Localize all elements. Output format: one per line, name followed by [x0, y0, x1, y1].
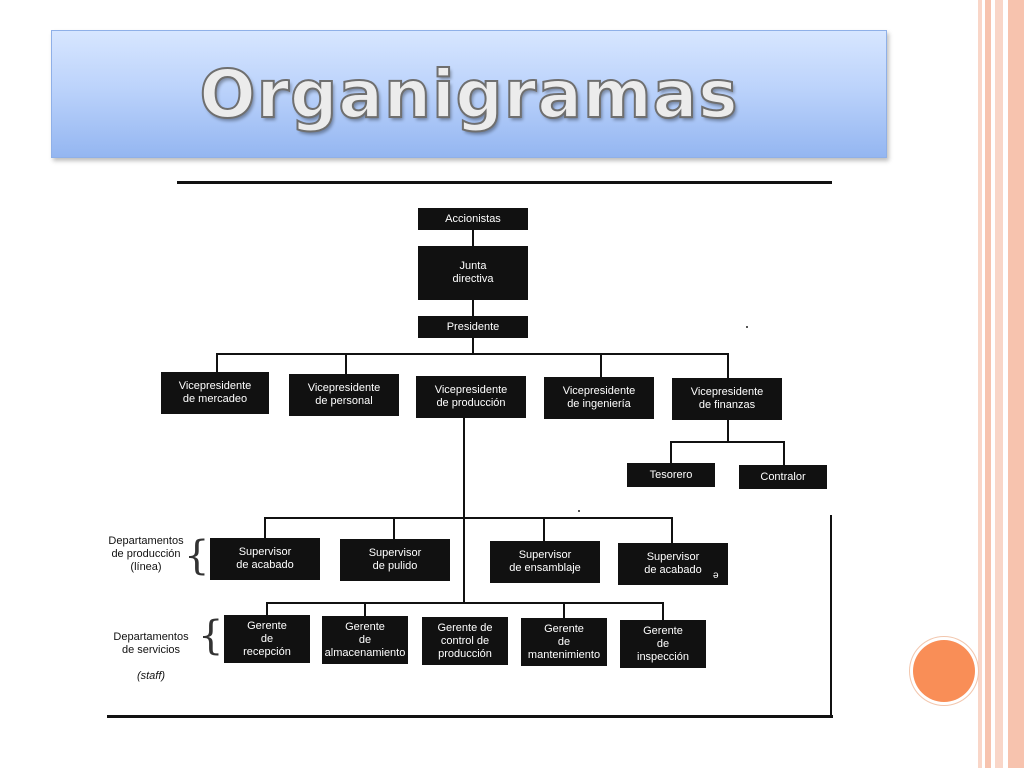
label-servicios-text: Departamentos de servicios [113, 631, 189, 656]
services-bus [266, 602, 664, 604]
connector [345, 353, 347, 374]
stray-mark: ə [713, 570, 719, 581]
node-supervisor-pulido: Supervisor de pulido [340, 539, 450, 581]
label-staff: (staff) [136, 670, 166, 682]
decorative-stripe-2 [985, 0, 991, 768]
brace-produccion: { [184, 533, 210, 579]
finance-bus [670, 441, 785, 443]
node-gerente-control-produccion: Gerente de control de producción [422, 617, 508, 665]
services-trunk [463, 519, 465, 603]
node-vp-produccion: Vicepresidente de producción [416, 376, 526, 418]
connector [662, 602, 664, 620]
title-banner: Organigramas [51, 30, 887, 158]
node-vp-personal: Vicepresidente de personal [289, 374, 399, 416]
node-vp-finanzas: Vicepresidente de finanzas [672, 378, 782, 420]
connector [472, 300, 474, 316]
speck [578, 510, 580, 512]
node-gerente-almacenamiento: Gerente de almacenamiento [322, 616, 408, 664]
connector [671, 517, 673, 543]
node-supervisor-acabado-1: Supervisor de acabado [210, 538, 320, 580]
node-contralor: Contralor [739, 465, 827, 489]
node-gerente-inspeccion: Gerente de inspección [620, 620, 706, 668]
connector [472, 230, 474, 246]
node-vp-mercadeo: Vicepresidente de mercadeo [161, 372, 269, 414]
connector [266, 602, 268, 616]
connector [727, 353, 729, 378]
connector [783, 441, 785, 465]
decorative-stripe-1 [978, 0, 982, 768]
node-vp-ingenieria: Vicepresidente de ingeniería [544, 377, 654, 419]
top-rule [177, 181, 832, 184]
supervisor-bus [264, 517, 673, 519]
decorative-stripe-3 [995, 0, 1003, 768]
connector [264, 517, 266, 539]
brace-servicios: { [198, 613, 224, 659]
node-supervisor-ensamblaje: Supervisor de ensamblaje [490, 541, 600, 583]
decorative-orange-circle [913, 640, 975, 702]
connector [727, 420, 729, 442]
decorative-stripe-4 [1008, 0, 1024, 768]
connector [216, 353, 218, 372]
vp-bus [216, 353, 729, 355]
node-supervisor-acabado-2: Supervisor de acabado [618, 543, 728, 585]
production-trunk [463, 418, 465, 518]
node-accionistas: Accionistas [418, 208, 528, 230]
label-departamentos-servicios: Departamentos de servicios (staff) [103, 618, 199, 683]
speck [746, 326, 748, 328]
node-presidente: Presidente [418, 316, 528, 338]
slide-title: Organigramas [199, 55, 739, 134]
connector [563, 602, 565, 619]
node-tesorero: Tesorero [627, 463, 715, 487]
bottom-rule [107, 715, 833, 718]
connector [364, 602, 366, 616]
connector [543, 517, 545, 541]
node-junta-directiva: Junta directiva [418, 246, 528, 300]
connector [393, 517, 395, 539]
label-departamentos-produccion: Departamentos de producción (línea) [108, 535, 184, 573]
connector [670, 441, 672, 463]
connector [472, 338, 474, 354]
right-rule [830, 515, 832, 718]
node-gerente-recepcion: Gerente de recepción [224, 615, 310, 663]
node-gerente-mantenimiento: Gerente de mantenimiento [521, 618, 607, 666]
connector [600, 353, 602, 377]
